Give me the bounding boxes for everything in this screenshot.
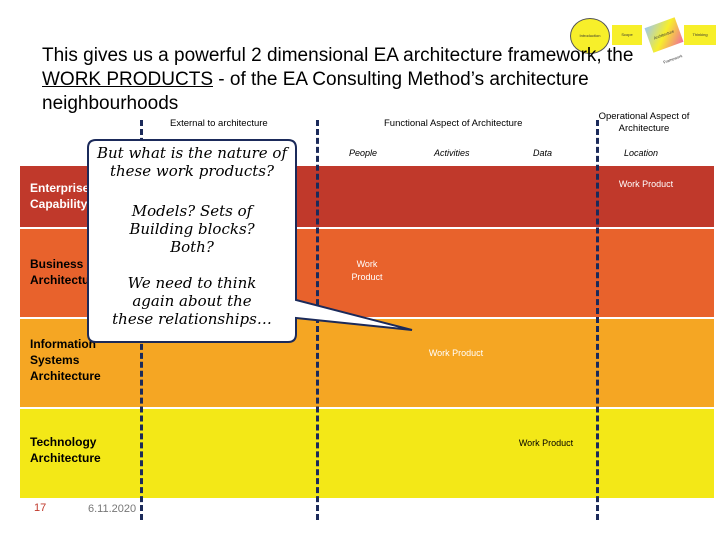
section-navigation: Introduction Scope Architecture Framewor… — [568, 16, 718, 65]
row-label-business: Business Architecture — [30, 257, 101, 287]
row-label-technology: Technology Architecture — [30, 435, 101, 465]
row-label-enterprise: Enterprise Capability — [30, 181, 90, 211]
nav-item-thinking[interactable]: Thinking — [684, 25, 716, 45]
header-people: People — [349, 148, 378, 158]
work-product-people[interactable]: Work Product — [351, 259, 383, 282]
band-separator — [20, 227, 714, 229]
nav-item-introduction[interactable]: Introduction — [570, 18, 610, 54]
divider-operational — [596, 120, 599, 520]
slide-title: This gives us a powerful 2 dimensional E… — [42, 44, 702, 116]
title-line-2-rest: - of the EA Consulting Method’s architec… — [213, 69, 589, 90]
callout-question: But what is the nature of these work pro… — [96, 144, 287, 180]
nav-item-scope[interactable]: Scope — [612, 25, 642, 45]
header-operational: Operational Aspect of Architecture — [598, 111, 690, 134]
header-functional: Functional Aspect of Architecture — [384, 118, 523, 129]
work-product-activities[interactable]: Work Product — [428, 348, 484, 358]
page-number: 17 — [34, 502, 47, 514]
work-products-underlined: WORK PRODUCTS — [42, 69, 213, 90]
header-external: External to architecture — [170, 118, 268, 129]
footer-date: 6.11.2020 — [88, 503, 137, 515]
callout-rethink: We need to think again about the these r… — [112, 274, 272, 328]
header-data: Data — [533, 148, 553, 158]
title-line-3: neighbourhoods — [42, 93, 179, 114]
callout-options: Models? Sets of Building blocks? Both? — [129, 202, 255, 256]
callout-text: But what is the nature of these work pro… — [88, 144, 296, 328]
header-activities: Activities — [434, 148, 470, 158]
header-location: Location — [624, 148, 659, 158]
work-product-location[interactable]: Work Product — [618, 179, 674, 189]
title-line-2: WORK PRODUCTS - of the EA Consulting Met… — [42, 68, 702, 92]
band-separator — [20, 407, 714, 409]
work-product-data[interactable]: Work Product — [518, 438, 574, 448]
title-line-1: This gives us a powerful 2 dimensional E… — [42, 45, 634, 66]
row-label-information: Information Systems Architecture — [30, 337, 101, 383]
